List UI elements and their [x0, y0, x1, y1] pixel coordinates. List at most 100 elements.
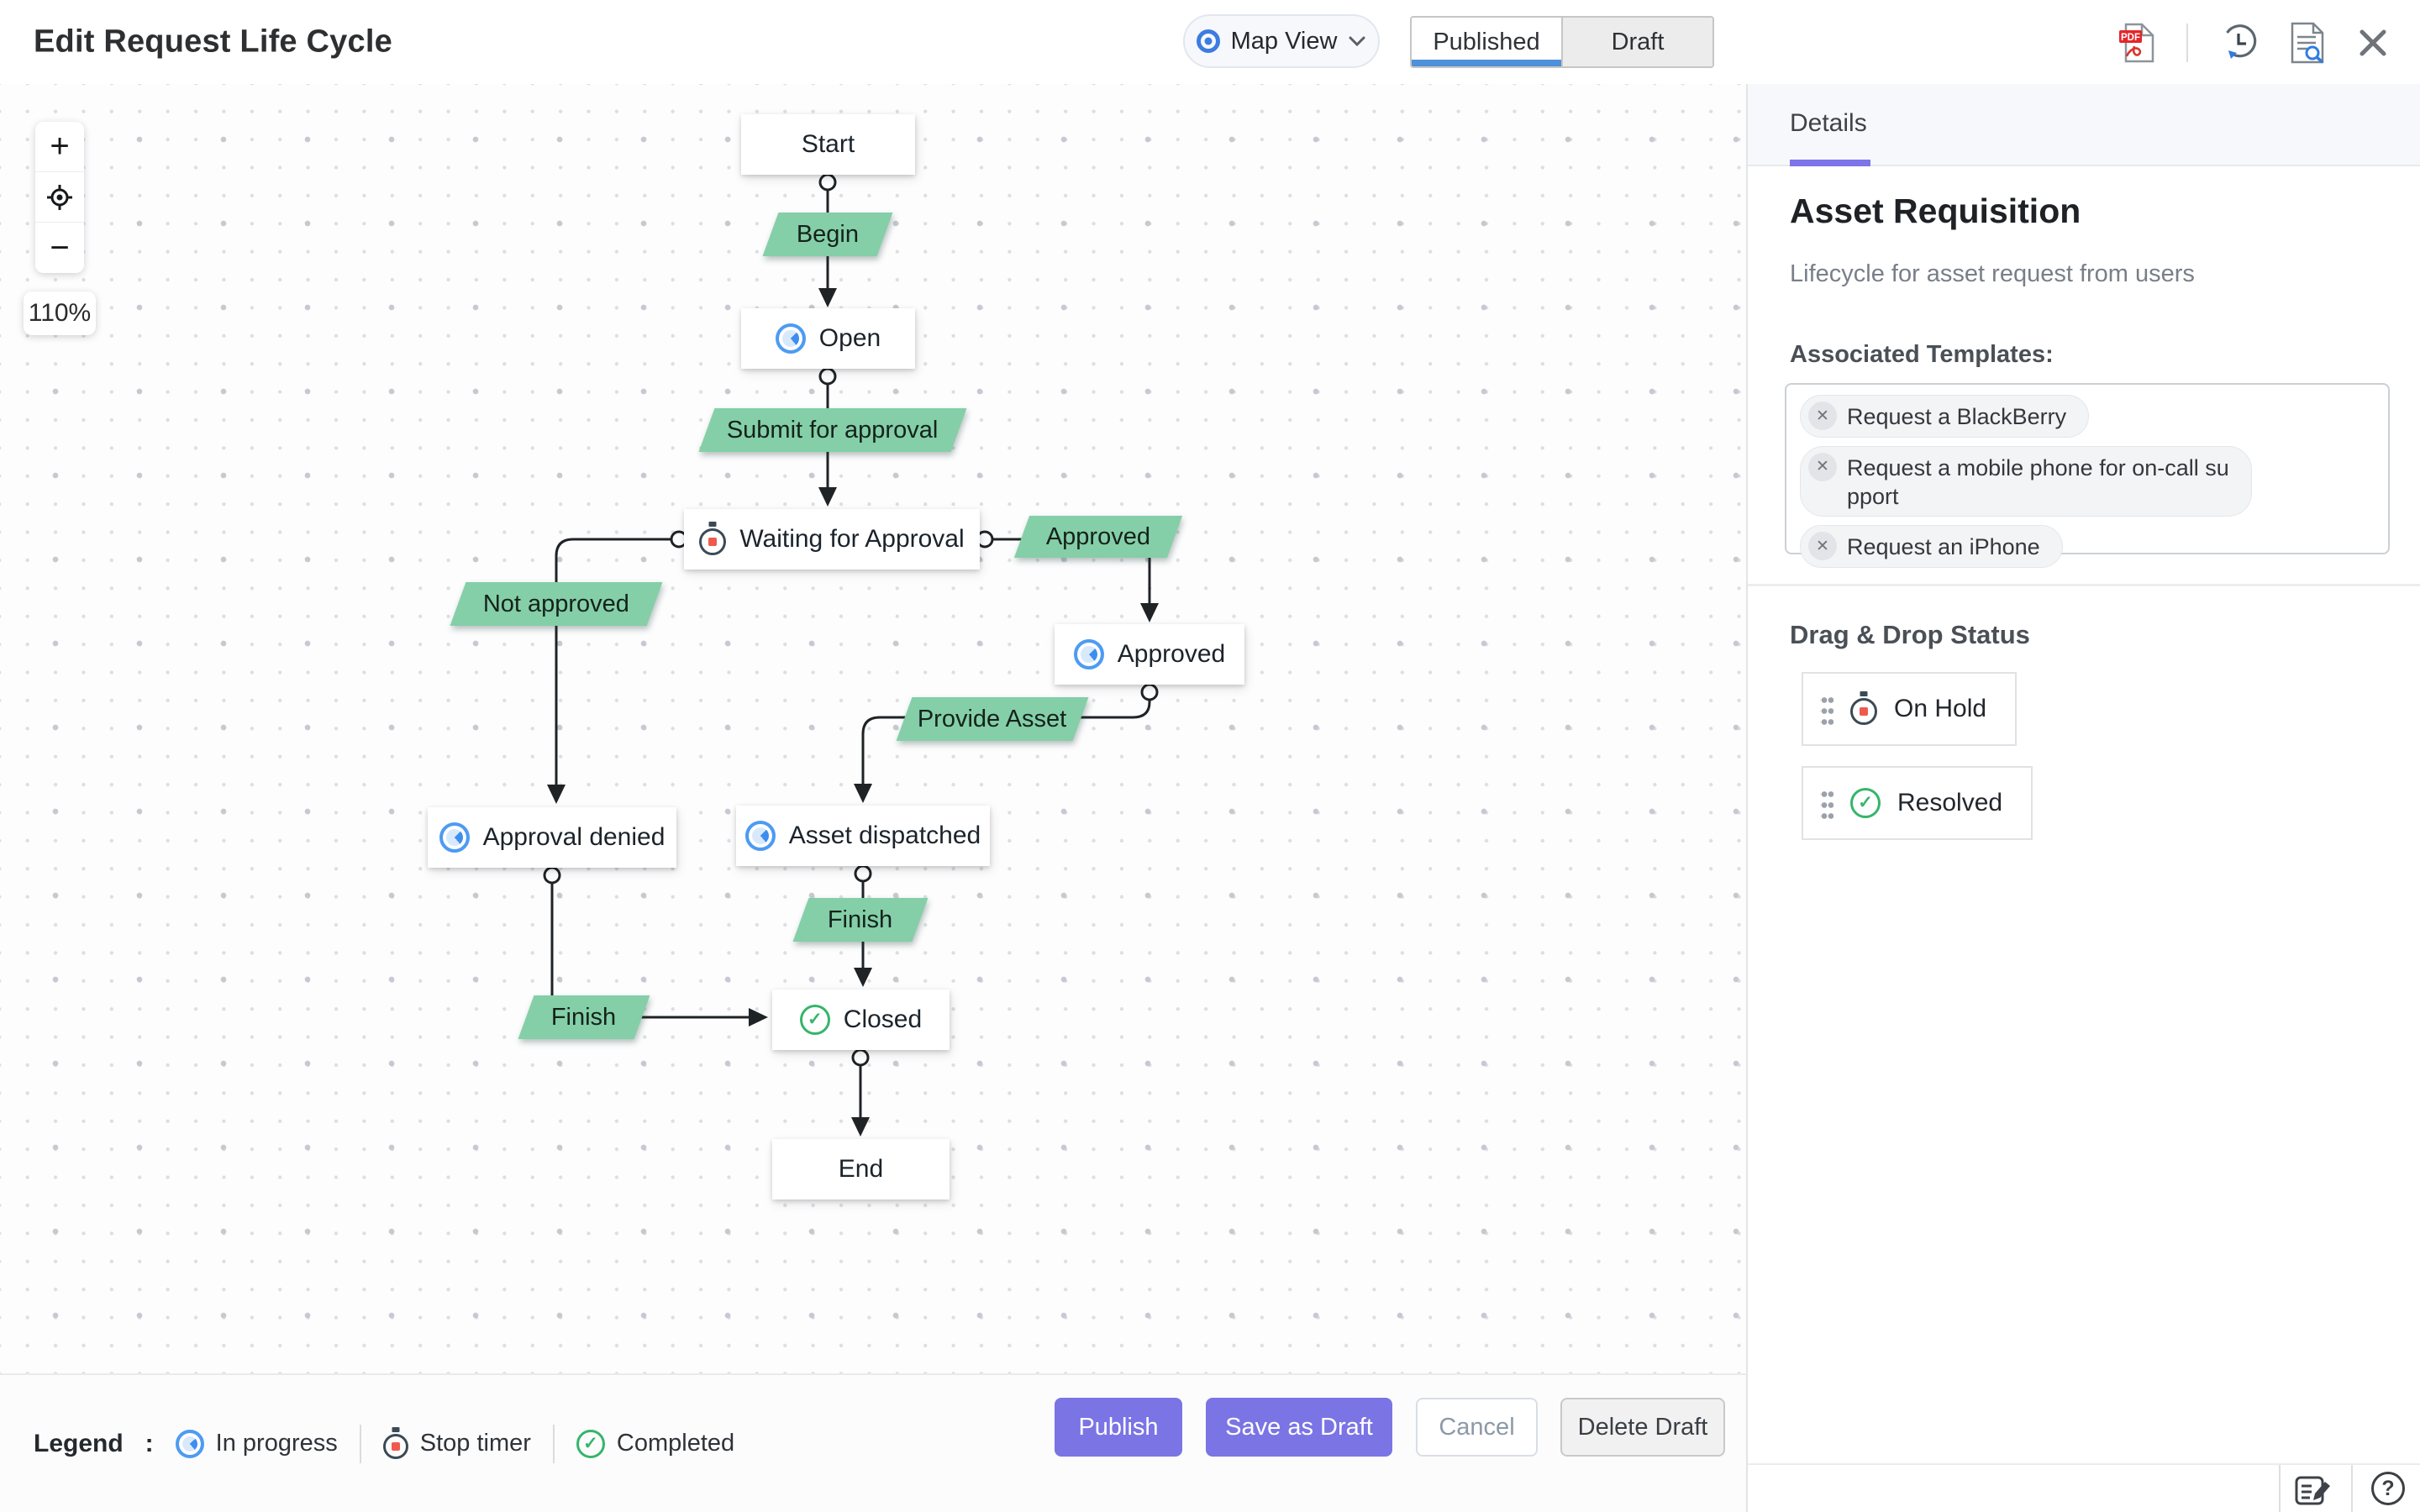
publish-state-tabs: Published Draft — [1410, 16, 1714, 68]
details-panel: Details Asset Requisition Lifecycle for … — [1746, 84, 2420, 1512]
template-chip: ✕ Request a BlackBerry — [1800, 395, 2090, 438]
node-label: Closed — [843, 1005, 923, 1033]
transition-finish-denied[interactable]: Finish — [518, 995, 650, 1039]
node-label: End — [838, 1155, 884, 1183]
node-open[interactable]: Open — [741, 308, 915, 369]
stop-timer-icon — [382, 1433, 408, 1459]
transition-label: Provide Asset — [918, 705, 1067, 732]
legend-item-label: Stop timer — [419, 1430, 531, 1457]
node-label: Asset dispatched — [788, 822, 981, 849]
drag-handle-icon[interactable] — [1820, 693, 1833, 725]
template-name: Request an iPhone — [1847, 534, 2040, 560]
transition-submit-for-approval[interactable]: Submit for approval — [698, 408, 967, 452]
transition-label: Approved — [1045, 522, 1151, 550]
remove-template-icon[interactable]: ✕ — [1808, 452, 1837, 481]
top-bar: Edit Request Life Cycle Map View Publish… — [0, 0, 2420, 84]
drag-drop-status-label: Drag & Drop Status — [1790, 620, 2030, 649]
page-title: Edit Request Life Cycle — [34, 24, 392, 60]
divider — [2351, 1465, 2353, 1512]
legend-label: Legend — [34, 1429, 124, 1457]
transition-begin[interactable]: Begin — [762, 213, 893, 256]
crosshair-icon — [47, 184, 72, 210]
node-label: Approval denied — [482, 823, 666, 851]
in-progress-icon — [175, 1429, 204, 1458]
drag-handle-icon[interactable] — [1820, 787, 1833, 819]
in-progress-icon — [1073, 639, 1104, 669]
publish-button[interactable]: Publish — [1055, 1398, 1182, 1457]
cancel-button[interactable]: Cancel — [1416, 1398, 1538, 1457]
section-divider — [1748, 584, 2420, 586]
zoom-in-button[interactable]: + — [35, 122, 84, 172]
completed-check-icon — [576, 1429, 605, 1458]
transition-label: Not approved — [482, 590, 630, 617]
lifecycle-description: Lifecycle for asset request from users — [1790, 260, 2195, 287]
lifecycle-title: Asset Requisition — [1790, 192, 2081, 230]
associated-templates-box: ✕ Request a BlackBerry ✕ Request a mobil… — [1785, 383, 2390, 568]
status-label: Resolved — [1897, 789, 2003, 816]
history-icon[interactable] — [2218, 23, 2259, 63]
legend-colon: : — [145, 1429, 154, 1457]
template-chip: ✕ Request an iPhone — [1800, 525, 2063, 568]
transition-label: Finish — [551, 1003, 617, 1031]
zoom-out-button[interactable]: − — [35, 223, 84, 273]
stop-timer-icon — [699, 528, 727, 555]
remove-template-icon[interactable]: ✕ — [1808, 532, 1837, 561]
bottom-action-bar: Legend : In progress Stop timer Complete… — [0, 1373, 1746, 1512]
transition-finish-dispatched[interactable]: Finish — [792, 898, 929, 942]
node-closed[interactable]: Closed — [772, 990, 950, 1050]
legend-item-stop-timer: Stop timer — [382, 1429, 531, 1459]
zoom-level-indicator: 110% — [24, 291, 96, 335]
template-name: Request a BlackBerry — [1847, 404, 2067, 429]
node-label: Approved — [1117, 640, 1226, 668]
tab-published[interactable]: Published — [1412, 18, 1561, 66]
transition-label: Begin — [796, 220, 860, 248]
remove-template-icon[interactable]: ✕ — [1808, 402, 1837, 430]
transition-provide-asset[interactable]: Provide Asset — [896, 697, 1089, 741]
draggable-status-on-hold[interactable]: On Hold — [1802, 672, 2018, 746]
zoom-controls: + − — [35, 122, 84, 273]
transition-label: Finish — [828, 906, 893, 933]
status-label: On Hold — [1894, 695, 1987, 722]
template-chip: ✕ Request a mobile phone for on-call su … — [1800, 445, 2252, 517]
tab-details[interactable]: Details — [1790, 109, 1867, 137]
map-view-dropdown[interactable]: Map View — [1183, 14, 1380, 68]
completed-check-icon — [799, 1005, 830, 1035]
transition-approved[interactable]: Approved — [1013, 516, 1183, 558]
node-label: Open — [818, 324, 881, 352]
feedback-edit-icon[interactable] — [2294, 1473, 2333, 1508]
legend-item-label: In progress — [215, 1430, 338, 1457]
node-waiting-for-approval[interactable]: Waiting for Approval — [684, 509, 980, 570]
associated-templates-label: Associated Templates: — [1790, 341, 2054, 368]
active-tab-underline — [1790, 160, 1870, 166]
close-icon[interactable] — [2356, 26, 2390, 60]
map-view-label: Map View — [1230, 27, 1338, 55]
transition-not-approved[interactable]: Not approved — [450, 582, 663, 626]
in-progress-icon — [439, 822, 470, 853]
divider — [359, 1424, 361, 1463]
save-as-draft-button[interactable]: Save as Draft — [1206, 1398, 1392, 1457]
in-progress-icon — [775, 323, 806, 354]
lifecycle-map-canvas[interactable]: Begin Submit for approval Approved Not a… — [0, 84, 1746, 1373]
recenter-button[interactable] — [35, 172, 84, 223]
document-search-icon[interactable] — [2289, 22, 2326, 64]
node-asset-dispatched[interactable]: Asset dispatched — [736, 806, 990, 866]
header-icons: PDF — [2118, 22, 2390, 64]
panel-footer: ? — [1748, 1463, 2420, 1512]
pdf-export-icon[interactable]: PDF — [2118, 22, 2156, 64]
node-start[interactable]: Start — [741, 114, 915, 175]
transition-label: Submit for approval — [727, 416, 939, 444]
legend: Legend : In progress Stop timer Complete… — [34, 1375, 734, 1512]
draggable-status-resolved[interactable]: Resolved — [1802, 766, 2033, 840]
completed-check-icon — [1850, 788, 1881, 818]
node-approval-denied[interactable]: Approval denied — [428, 807, 676, 868]
divider — [2186, 24, 2188, 62]
tab-draft[interactable]: Draft — [1561, 18, 1712, 66]
node-approved[interactable]: Approved — [1055, 624, 1244, 685]
legend-item-label: Completed — [616, 1430, 735, 1457]
divider — [2279, 1465, 2281, 1512]
node-end[interactable]: End — [772, 1139, 950, 1200]
delete-draft-button[interactable]: Delete Draft — [1560, 1398, 1725, 1457]
help-icon[interactable]: ? — [2371, 1472, 2405, 1505]
stop-timer-icon — [1850, 698, 1877, 725]
